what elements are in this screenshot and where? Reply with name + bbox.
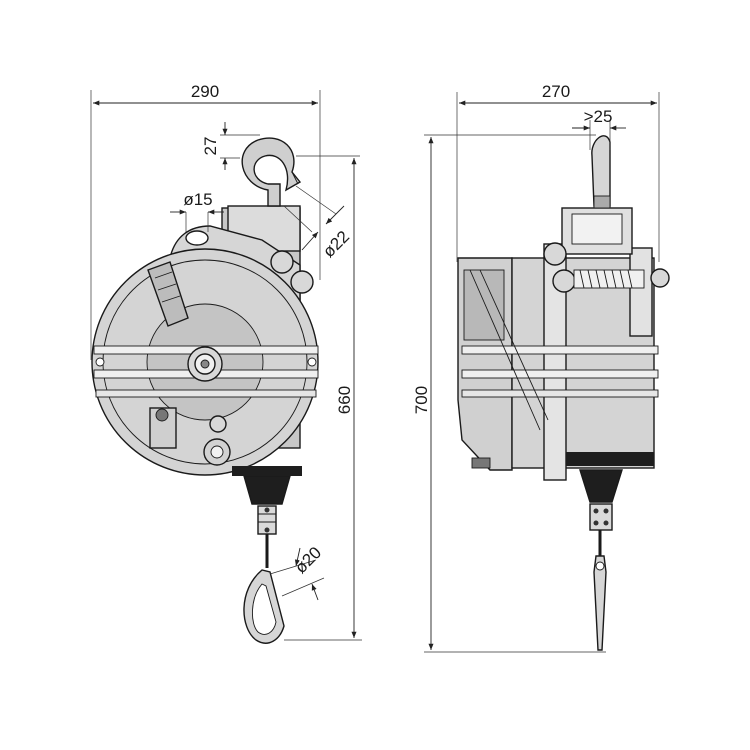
side-band-bottom xyxy=(461,369,659,379)
front-band-rivet-left xyxy=(95,357,105,367)
side-view: 270 >25 700 xyxy=(412,82,670,653)
side-diagonal-strut-2 xyxy=(479,269,549,421)
dim-eye-diameter: ø15 xyxy=(183,190,212,209)
dim-hook-offset: 27 xyxy=(201,137,220,156)
dim-carabiner-diameter: ø20 xyxy=(291,543,325,577)
side-band-top xyxy=(461,345,659,355)
front-bolt-side xyxy=(290,270,314,294)
side-bottom-strip xyxy=(566,452,654,466)
side-hook xyxy=(591,135,611,207)
side-bolt-right xyxy=(650,268,670,288)
side-hook-clip xyxy=(593,195,611,209)
side-bolt-mid xyxy=(552,269,576,293)
side-bottom-detail xyxy=(471,457,491,469)
front-bolt-upper xyxy=(270,250,294,274)
side-bracket-inner xyxy=(571,213,623,245)
front-hook xyxy=(241,137,302,207)
front-hub-center xyxy=(200,359,210,369)
front-cone-base xyxy=(232,466,302,476)
dim-hook-diameter: ø22 xyxy=(319,227,353,261)
side-cable-cone xyxy=(579,469,623,503)
front-lock-knob xyxy=(155,408,169,422)
front-carabiner xyxy=(243,569,285,644)
front-band-rivet-right xyxy=(307,357,317,367)
side-housing-shade xyxy=(463,269,505,341)
side-spring xyxy=(573,269,645,289)
side-bolt-top xyxy=(543,242,567,266)
front-cable-cone xyxy=(243,475,291,505)
front-lower-bolt xyxy=(209,415,227,433)
front-band-low xyxy=(95,389,317,398)
front-adjuster xyxy=(147,261,189,327)
side-carabiner xyxy=(593,555,607,651)
side-cable-stopper xyxy=(589,503,613,531)
dim-front-height: 660 xyxy=(335,386,354,414)
front-eye-hole xyxy=(185,230,209,246)
side-diagonal-strut xyxy=(469,269,541,431)
front-brake-block xyxy=(149,407,177,449)
front-view: 290 660 27 ø15 ø22 ø20 xyxy=(90,82,362,644)
dim-side-width: 270 xyxy=(542,82,570,101)
dim-hook-clearance: >25 xyxy=(584,107,613,126)
dim-side-height: 700 xyxy=(412,386,431,414)
dim-front-width: 290 xyxy=(191,82,219,101)
front-cable-stopper xyxy=(257,505,277,535)
side-frame-right xyxy=(629,247,653,337)
front-cable-pulley-center xyxy=(210,445,224,459)
side-band-low xyxy=(461,389,659,398)
